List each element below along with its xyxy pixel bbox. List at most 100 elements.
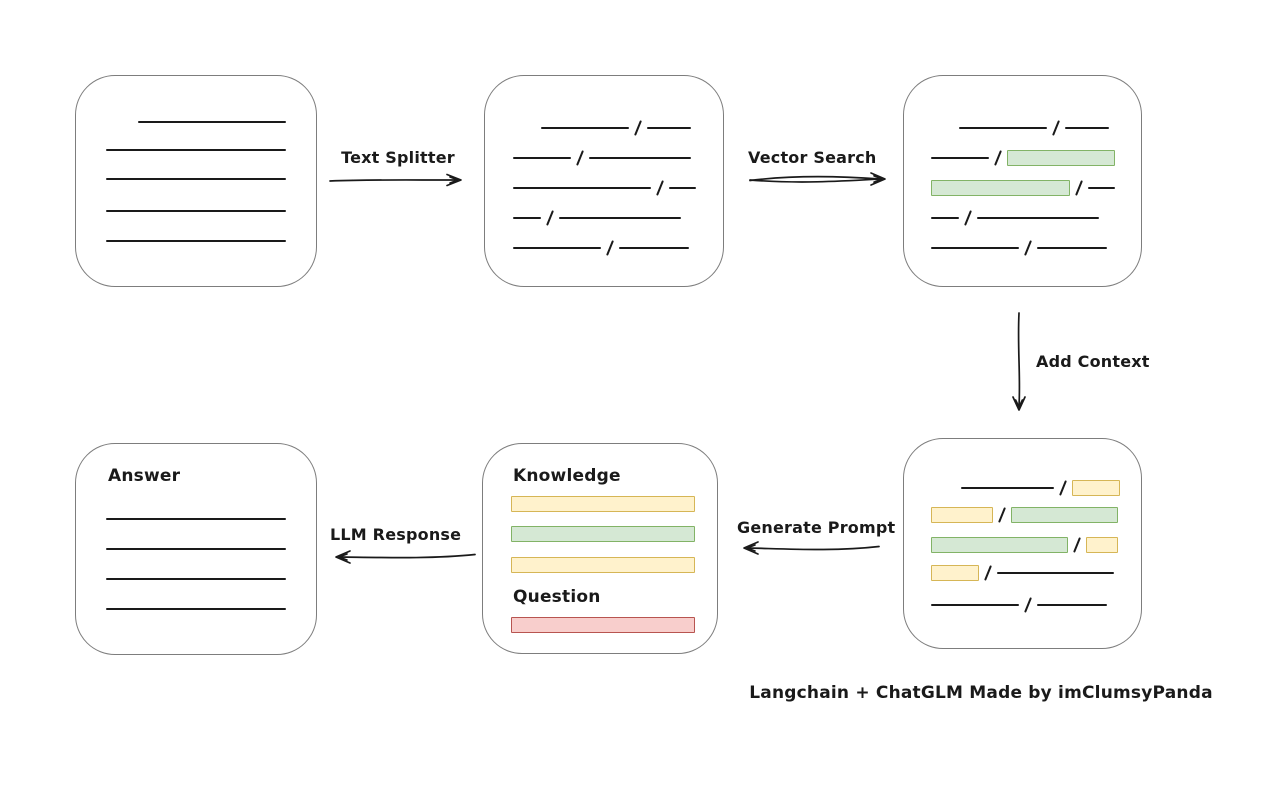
text-line: [513, 247, 601, 249]
vector-search-result-box: [903, 75, 1142, 287]
highlight-yellow: [511, 557, 695, 573]
text-line: [138, 121, 286, 123]
text-line: [1037, 247, 1108, 249]
chunk-row: [931, 537, 1119, 553]
chunk-row: [931, 210, 1100, 226]
chunk-row: [106, 210, 286, 212]
text-line: [559, 217, 682, 219]
chunk-row: [541, 120, 692, 136]
knowledge-label: Knowledge: [513, 466, 621, 486]
text-line: [513, 187, 651, 189]
slash-separator: [1024, 240, 1033, 256]
text-line: [1088, 187, 1116, 189]
slash-separator: [984, 565, 993, 581]
vector-search-arrow-lower: [749, 178, 881, 183]
vector-search-arrow-label: Vector Search: [748, 148, 877, 167]
chunk-row: [106, 578, 286, 580]
llm-response-arrowhead-icon: [335, 550, 351, 564]
chunk-row: [931, 507, 1119, 523]
slash-separator: [998, 507, 1007, 523]
chunk-row: [138, 121, 286, 123]
chunk-row: [106, 178, 286, 180]
chunk-row: [106, 518, 286, 520]
text-line: [931, 604, 1019, 606]
text-line: [619, 247, 690, 249]
highlight-green: [1011, 507, 1119, 523]
answer-label: Answer: [108, 466, 181, 486]
slash-separator: [1024, 597, 1033, 613]
slash-separator: [994, 150, 1003, 166]
chunk-row: [931, 150, 1116, 166]
slash-separator: [1075, 180, 1084, 196]
chunk-row: [513, 210, 682, 226]
slash-separator: [1052, 120, 1061, 136]
chunk-row: [931, 240, 1108, 256]
text-line: [931, 157, 989, 159]
text-line: [931, 247, 1019, 249]
text-line: [513, 157, 571, 159]
slash-separator: [1073, 537, 1082, 553]
highlight-green: [931, 180, 1070, 196]
vector-search-arrowhead-inner-icon: [873, 174, 883, 184]
text-line: [997, 572, 1115, 574]
split-chunks-box: [484, 75, 724, 287]
chunk-row: [931, 597, 1108, 613]
chunk-row: [513, 180, 697, 196]
chunk-row: [931, 565, 1115, 581]
text-line: [647, 127, 692, 129]
chunk-row: [959, 120, 1110, 136]
text-line: [669, 187, 697, 189]
slash-separator: [576, 150, 585, 166]
chunk-row: [511, 526, 695, 542]
chunk-row: [106, 548, 286, 550]
diagram-caption: Langchain + ChatGLM Made by imClumsyPand…: [749, 683, 1213, 703]
text-line: [106, 578, 286, 580]
text-line: [1065, 127, 1110, 129]
chunk-row: [931, 180, 1116, 196]
text-line: [541, 127, 629, 129]
generate-prompt-arrowhead-icon: [743, 541, 759, 555]
highlight-green: [511, 526, 695, 542]
highlight-green: [1007, 150, 1116, 166]
highlight-green: [931, 537, 1068, 553]
chunk-row: [961, 480, 1121, 496]
chunk-row: [513, 150, 692, 166]
source-document-box: [75, 75, 317, 287]
text-line: [106, 210, 286, 212]
vector-search-arrow: [749, 175, 881, 182]
question-label: Question: [513, 587, 601, 607]
highlight-yellow: [931, 565, 979, 581]
text-line: [1037, 604, 1108, 606]
chunk-row: [106, 608, 286, 610]
chunk-row: [106, 149, 286, 151]
highlight-yellow: [1086, 537, 1119, 553]
chunk-row: [511, 496, 695, 512]
chunk-row: [106, 240, 286, 242]
highlight-red: [511, 617, 695, 633]
text-splitter-arrow-label: Text Splitter: [341, 148, 455, 167]
add-context-arrowhead-icon: [1012, 396, 1026, 411]
slash-separator: [634, 120, 643, 136]
prompt-box: Knowledge Question: [482, 443, 718, 654]
text-line: [106, 240, 286, 242]
add-context-arrow-label: Add Context: [1036, 352, 1150, 371]
text-line: [931, 217, 959, 219]
add-context-arrowhead-inner-icon: [1014, 399, 1024, 408]
text-line: [106, 518, 286, 520]
text-line: [513, 217, 541, 219]
text-line: [589, 157, 692, 159]
answer-box: Answer: [75, 443, 317, 655]
text-line: [959, 127, 1047, 129]
context-chunks-box: [903, 438, 1142, 649]
highlight-yellow: [1072, 480, 1121, 496]
slash-separator: [656, 180, 665, 196]
llm-response-arrow: [339, 553, 476, 559]
text-line: [106, 149, 286, 151]
highlight-yellow: [931, 507, 993, 523]
generate-prompt-arrow: [747, 545, 880, 551]
chunk-row: [511, 617, 695, 633]
slash-separator: [964, 210, 973, 226]
text-line: [977, 217, 1100, 219]
chunk-row: [513, 240, 690, 256]
